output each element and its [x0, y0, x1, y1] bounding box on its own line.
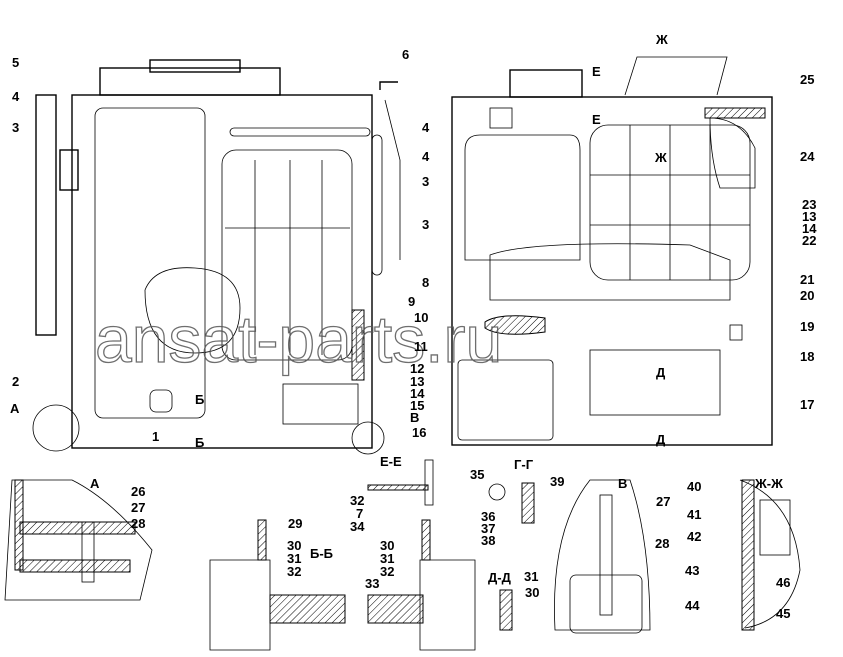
callout: 28	[131, 516, 145, 531]
callout: 23	[802, 197, 816, 212]
callout: 26	[131, 484, 145, 499]
section-mark: Д	[656, 432, 666, 447]
callout: 12	[410, 361, 424, 376]
section-mark: Б	[195, 392, 204, 407]
callout: 38	[481, 533, 495, 548]
callout: 31	[380, 551, 394, 566]
callout: 25	[800, 72, 814, 87]
cab-side-view-left	[32, 59, 401, 455]
callout-labels-details: А 26 27 28 Е-Е 32 7 34 29 30 31 32 Б-Б 3…	[90, 454, 790, 621]
callout-labels-top-right: 4 3 8 Е Е Ж Ж 25 24 23 13 14 22 21 20 19…	[422, 32, 817, 447]
callout: 31	[287, 551, 301, 566]
callout: 37	[481, 521, 495, 536]
callout: 44	[685, 598, 700, 613]
callout: 6	[402, 47, 409, 62]
section-mark: Б	[195, 435, 204, 450]
callout: 30	[287, 538, 301, 553]
detail-title: Д-Д	[488, 570, 512, 585]
callout: 14	[410, 386, 425, 401]
detail-title: Г-Г	[514, 457, 534, 472]
callout: 43	[685, 563, 699, 578]
callout: 17	[800, 397, 814, 412]
callout: 2	[12, 374, 19, 389]
callout: 21	[800, 272, 814, 287]
callout: 3	[422, 217, 429, 232]
callout: 13	[410, 374, 424, 389]
section-mark: Д	[656, 365, 666, 380]
callout: 28	[655, 536, 669, 551]
callout: 40	[687, 479, 701, 494]
callout: 36	[481, 509, 495, 524]
watermark-text: ansat-parts.ru	[95, 302, 502, 376]
callout: 32	[287, 564, 301, 579]
callout: А	[10, 401, 20, 416]
callout: 35	[470, 467, 484, 482]
detail-title: Е-Е	[380, 454, 402, 469]
callout: 33	[365, 576, 379, 591]
callout: 1	[152, 429, 159, 444]
callout: 27	[131, 500, 145, 515]
callout: 22	[802, 233, 816, 248]
callout: 27	[656, 494, 670, 509]
callout: 32	[350, 493, 364, 508]
detail-title: В	[618, 476, 627, 491]
callout: 11	[414, 339, 428, 354]
section-mark: Ж	[654, 150, 667, 165]
callout: 3	[422, 174, 429, 189]
callout: 29	[288, 516, 302, 531]
detail-views	[4, 459, 801, 651]
section-mark: Ж	[655, 32, 668, 47]
callout: 5	[12, 55, 19, 70]
callout: 32	[380, 564, 394, 579]
callout: 39	[550, 474, 564, 489]
callout: В	[410, 410, 419, 425]
callout: 10	[414, 310, 428, 325]
callout: 4	[422, 120, 430, 135]
callout: 20	[800, 288, 814, 303]
detail-title: Ж-Ж	[754, 476, 783, 491]
callout: 14	[802, 221, 817, 236]
callout: 45	[776, 606, 790, 621]
callout: 8	[422, 275, 429, 290]
callout: 41	[687, 507, 701, 522]
callout: 4	[12, 89, 20, 104]
callout: 30	[525, 585, 539, 600]
section-mark: Е	[592, 112, 601, 127]
callout: 18	[800, 349, 814, 364]
callout: 4	[422, 149, 430, 164]
callout: 31	[524, 569, 538, 584]
callout: 19	[800, 319, 814, 334]
detail-title: Б-Б	[310, 546, 333, 561]
callout: 34	[350, 519, 365, 534]
callout: 15	[410, 398, 424, 413]
callout: 24	[800, 149, 815, 164]
callout: 42	[687, 529, 701, 544]
detail-title: А	[90, 476, 100, 491]
callout: 3	[12, 120, 19, 135]
callout: 9	[408, 294, 415, 309]
callout: 46	[776, 575, 790, 590]
callout: 16	[412, 425, 426, 440]
section-mark: Е	[592, 64, 601, 79]
callout-labels-top-left: 5 4 3 6 4 3 2 А 1 Б Б 9 10 11 12 13 14 1…	[10, 47, 430, 450]
callout: 7	[356, 506, 363, 521]
cab-side-view-right	[451, 56, 773, 446]
callout: 30	[380, 538, 394, 553]
callout: 13	[802, 209, 816, 224]
